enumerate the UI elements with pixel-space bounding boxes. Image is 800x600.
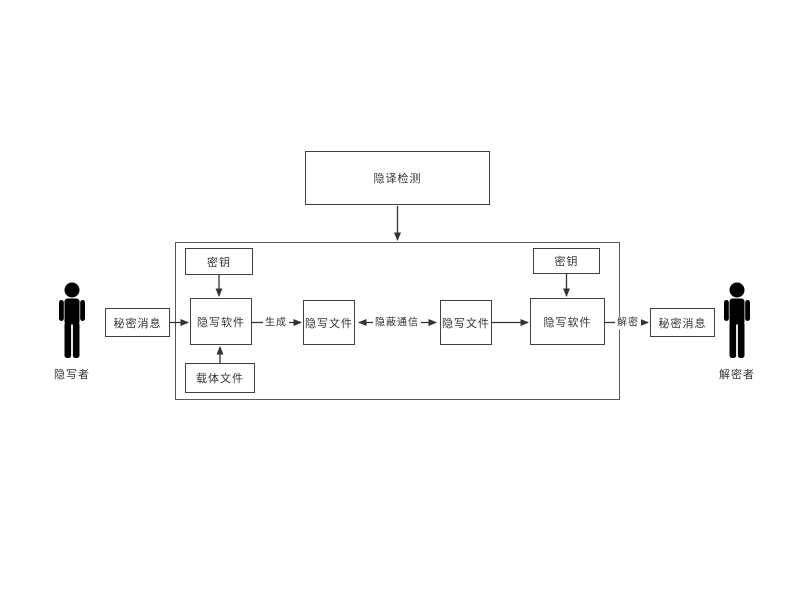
node-key-right: 密钥 bbox=[533, 248, 600, 274]
node-steg-detection-label: 隐译检测 bbox=[373, 173, 422, 185]
node-stego-file-left: 隐写文件 bbox=[303, 300, 355, 345]
node-secret-message-left: 秘密消息 bbox=[105, 308, 170, 337]
person-icon-steganographer bbox=[59, 282, 85, 358]
node-carrier-file: 载体文件 bbox=[185, 363, 255, 393]
node-stego-file-right: 隐写文件 bbox=[440, 300, 492, 345]
node-stego-file-right-label: 隐写文件 bbox=[442, 317, 490, 330]
node-stego-file-left-label: 隐写文件 bbox=[305, 317, 353, 330]
person-icon-decryptor bbox=[724, 282, 750, 358]
node-steg-detection: 隐译检测 bbox=[305, 151, 490, 205]
node-carrier-file-label: 载体文件 bbox=[196, 373, 244, 385]
node-stego-software-left: 隐写软件 bbox=[190, 298, 252, 345]
edge-label-generate: 生成 bbox=[263, 316, 289, 330]
actor-label-decryptor: 解密者 bbox=[719, 369, 755, 381]
node-key-left-label: 密钥 bbox=[207, 256, 231, 269]
node-stego-software-right: 隐写软件 bbox=[530, 298, 605, 345]
node-stego-software-left-label: 隐写软件 bbox=[197, 316, 245, 329]
actor-label-steganographer: 隐写者 bbox=[54, 369, 90, 381]
edge-label-decrypt: 解密 bbox=[615, 316, 641, 330]
node-secret-message-right-label: 秘密消息 bbox=[658, 317, 707, 330]
node-secret-message-left-label: 秘密消息 bbox=[113, 317, 162, 330]
node-key-right-label: 密钥 bbox=[554, 256, 579, 268]
edge-label-covert-communication: 隐蔽通信 bbox=[373, 316, 421, 330]
node-stego-software-right-label: 隐写软件 bbox=[543, 316, 592, 329]
node-secret-message-right: 秘密消息 bbox=[650, 308, 715, 337]
node-key-left: 密钥 bbox=[185, 248, 253, 275]
